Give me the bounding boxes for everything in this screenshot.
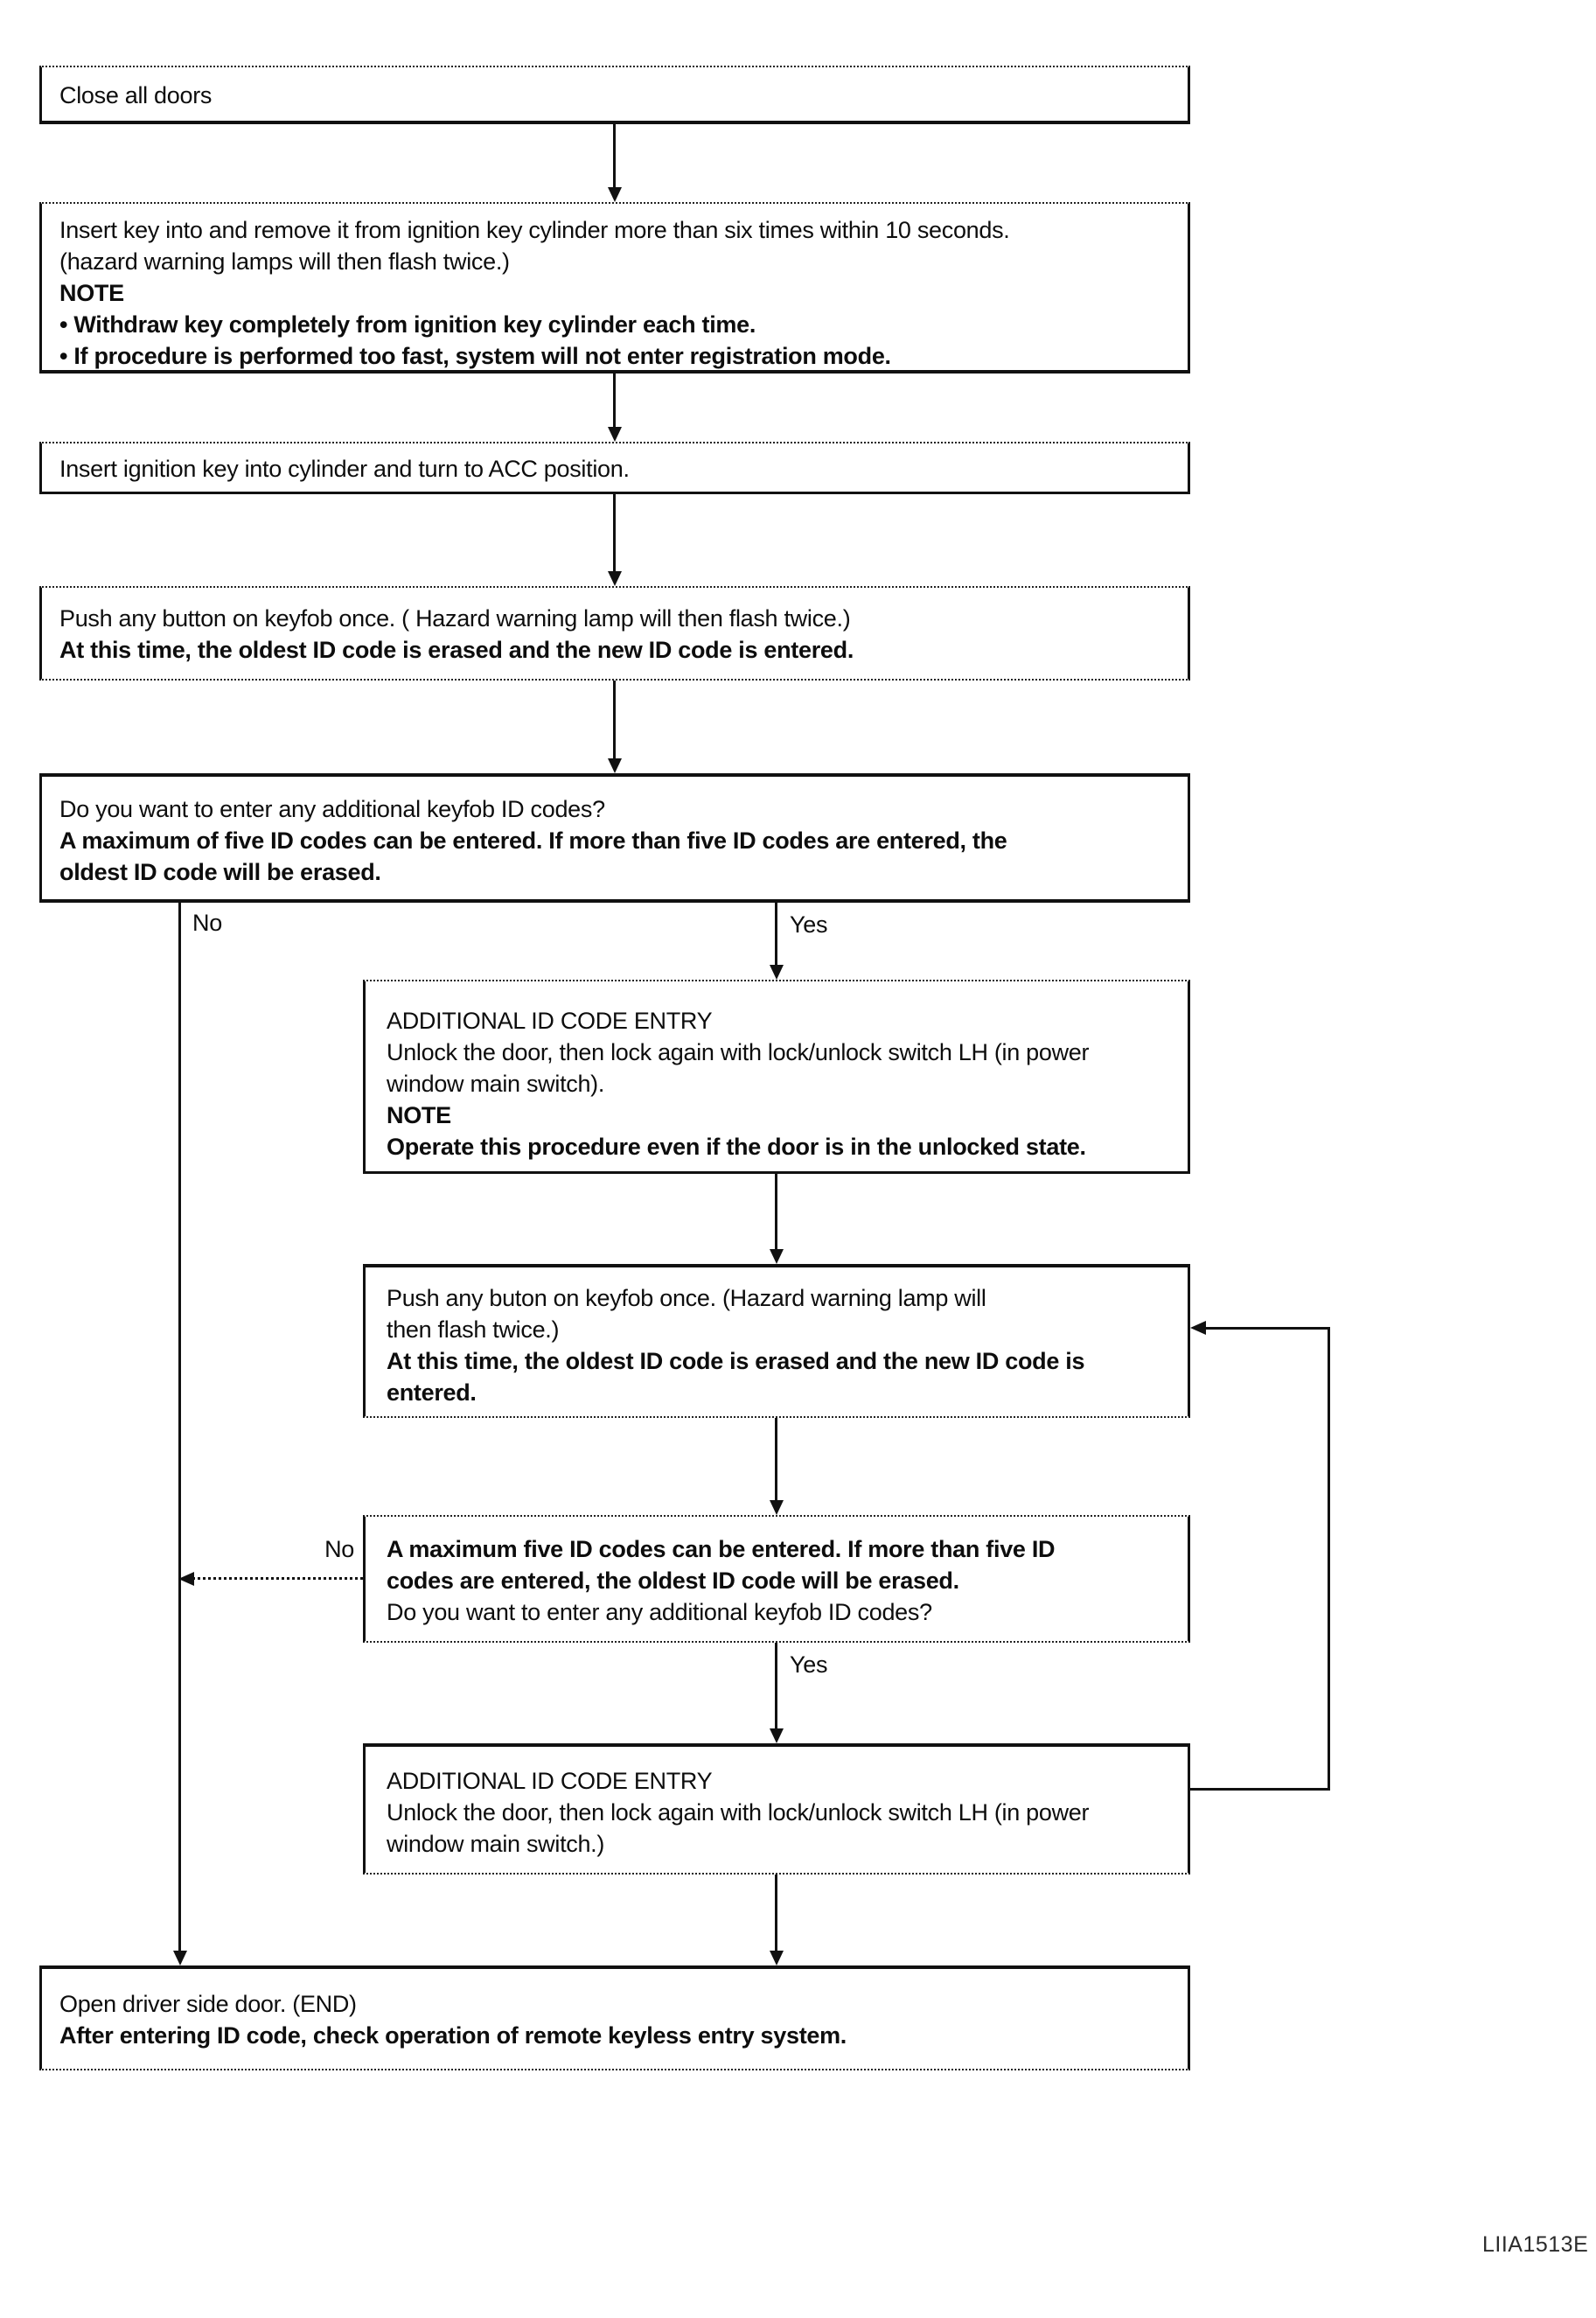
- connector-line: [613, 124, 616, 187]
- arrow-down-icon: [608, 571, 622, 586]
- yes-label-loop: Yes: [790, 1651, 828, 1678]
- step-push-button-loop: Push any buton on keyfob once. (Hazard w…: [363, 1264, 1190, 1418]
- text-line: Push any button on keyfob once. ( Hazard…: [59, 605, 851, 632]
- connector-line: [775, 1875, 777, 1951]
- no-label-loop: No: [324, 1536, 354, 1562]
- connector-line: [613, 374, 616, 427]
- text-line: ADDITIONAL ID CODE ENTRY: [387, 1008, 713, 1034]
- yes-branch-line: [775, 1643, 777, 1728]
- text-line: Insert key into and remove it from ignit…: [59, 217, 1010, 243]
- text-line: At this time, the oldest ID code is eras…: [387, 1348, 1085, 1374]
- no-branch-line: [178, 903, 181, 1951]
- arrow-down-icon: [608, 758, 622, 773]
- loop-line-bottom: [1190, 1788, 1330, 1791]
- text-line: Do you want to enter any additional keyf…: [387, 1599, 932, 1625]
- step-additional-entry-1: ADDITIONAL ID CODE ENTRY Unlock the door,…: [363, 980, 1190, 1174]
- figure-code: LIIA1513E: [1482, 2232, 1589, 2257]
- text-line: Unlock the door, then lock again with lo…: [387, 1799, 1090, 1826]
- text-line: window main switch.): [387, 1831, 605, 1857]
- no-return-line: [192, 1577, 363, 1580]
- connector-line: [775, 1418, 777, 1500]
- text-line: At this time, the oldest ID code is eras…: [59, 637, 854, 663]
- loop-line-top: [1206, 1327, 1330, 1330]
- decision-additional-codes: Do you want to enter any additional keyf…: [39, 773, 1190, 903]
- text-line: entered.: [387, 1379, 477, 1406]
- text-line: oldest ID code will be erased.: [59, 859, 381, 885]
- text-line: ADDITIONAL ID CODE ENTRY: [387, 1768, 713, 1794]
- arrow-left-icon: [1190, 1321, 1206, 1335]
- yes-branch-line: [775, 903, 777, 965]
- yes-label-main: Yes: [790, 911, 828, 938]
- text-line: • If procedure is performed too fast, sy…: [59, 343, 891, 369]
- text-line: Open driver side door. (END): [59, 1991, 357, 2017]
- text-line: After entering ID code, check operation …: [59, 2022, 847, 2049]
- step-push-button-first: Push any button on keyfob once. ( Hazard…: [39, 586, 1190, 681]
- connector-line: [613, 681, 616, 758]
- step-open-door-end: Open driver side door. (END) After enteri…: [39, 1965, 1190, 2070]
- step-close-all-doors: Close all doors: [39, 66, 1190, 124]
- text-line: then flash twice.): [387, 1316, 560, 1343]
- text-line: (hazard warning lamps will then flash tw…: [59, 248, 510, 275]
- arrow-left-icon: [178, 1572, 194, 1586]
- text-line: window main switch).: [387, 1071, 605, 1097]
- text-line: Unlock the door, then lock again with lo…: [387, 1039, 1090, 1065]
- step-additional-entry-2: ADDITIONAL ID CODE ENTRY Unlock the door,…: [363, 1743, 1190, 1875]
- connector-line: [613, 494, 616, 571]
- text-line: Operate this procedure even if the door …: [387, 1134, 1086, 1160]
- arrow-down-icon: [173, 1951, 187, 1965]
- arrow-down-icon: [608, 187, 622, 202]
- arrow-down-icon: [770, 1951, 784, 1965]
- text-line: Push any buton on keyfob once. (Hazard w…: [387, 1285, 986, 1311]
- text-line: Close all doors: [59, 82, 213, 108]
- text-line: codes are entered, the oldest ID code wi…: [387, 1567, 959, 1594]
- text-line: NOTE: [59, 280, 124, 306]
- arrow-down-icon: [608, 427, 622, 442]
- arrow-down-icon: [770, 965, 784, 980]
- step-acc-position: Insert ignition key into cylinder and tu…: [39, 442, 1190, 494]
- step-insert-remove-key: Insert key into and remove it from ignit…: [39, 202, 1190, 374]
- arrow-down-icon: [770, 1728, 784, 1743]
- connector-line: [775, 1174, 777, 1249]
- text-line: Insert ignition key into cylinder and tu…: [59, 456, 630, 482]
- text-line: A maximum of five ID codes can be entere…: [59, 827, 1007, 854]
- decision-max-five-codes: A maximum five ID codes can be entered. …: [363, 1515, 1190, 1643]
- arrow-down-icon: [770, 1249, 784, 1264]
- loop-line-vertical: [1328, 1327, 1330, 1791]
- text-line: NOTE: [387, 1102, 451, 1128]
- text-line: Do you want to enter any additional keyf…: [59, 796, 605, 822]
- no-label-main: No: [192, 910, 222, 936]
- arrow-down-icon: [770, 1500, 784, 1515]
- text-line: • Withdraw key completely from ignition …: [59, 311, 756, 338]
- text-line: A maximum five ID codes can be entered. …: [387, 1536, 1056, 1562]
